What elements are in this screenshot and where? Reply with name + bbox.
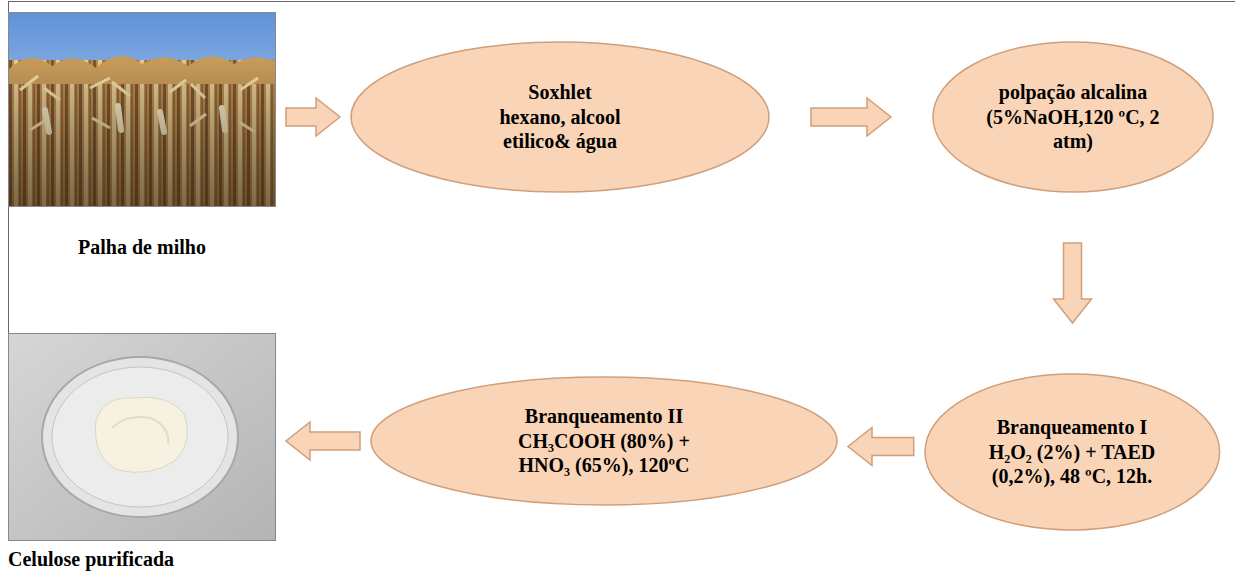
process-text: H₂O₂ (2%) + TAED (0,2%), 48 ºC, 12h. bbox=[978, 440, 1166, 489]
corn-field-photo bbox=[8, 12, 276, 207]
process-text: hexano, alcool etilico& água bbox=[478, 105, 643, 154]
text-wrap: Soxhlethexano, alcool etilico& água bbox=[478, 80, 643, 153]
frame-line bbox=[8, 1, 1235, 2]
text-wrap: Branqueamento IH₂O₂ (2%) + TAED (0,2%), … bbox=[978, 415, 1166, 488]
ellipse-outline bbox=[933, 42, 1213, 192]
cellulose-photo bbox=[8, 333, 276, 541]
ellipse-outline bbox=[351, 42, 769, 192]
text-wrap: Branqueamento IICH₃COOH (80%) + HNO₃ (65… bbox=[510, 404, 698, 477]
photo-label: Celulose purificada bbox=[8, 547, 174, 571]
process-heading: Soxhlet bbox=[528, 80, 591, 104]
block-arrow bbox=[286, 422, 360, 460]
text-wrap: polpação alcalina(5%NaOH,120 ºC, 2 atm) bbox=[984, 80, 1162, 153]
process-ellipse: Soxhlethexano, alcool etilico& água bbox=[350, 41, 770, 193]
process-text: CH₃COOH (80%) + HNO₃ (65%), 120ºC bbox=[510, 429, 698, 478]
block-arrow bbox=[1054, 243, 1092, 323]
photo-label: Palha de milho bbox=[78, 235, 206, 259]
photo-node: Celulose purificada bbox=[8, 333, 276, 571]
process-heading: Branqueamento II bbox=[525, 404, 683, 428]
process-heading: Branqueamento I bbox=[997, 415, 1148, 439]
ellipse-outline bbox=[371, 377, 837, 505]
block-arrow bbox=[811, 98, 891, 136]
process-ellipse: Branqueamento IH₂O₂ (2%) + TAED (0,2%), … bbox=[924, 373, 1221, 531]
process-ellipse: polpação alcalina(5%NaOH,120 ºC, 2 atm) bbox=[932, 41, 1214, 193]
ellipse-outline bbox=[925, 374, 1220, 530]
block-arrow bbox=[848, 428, 914, 466]
process-heading: polpação alcalina bbox=[999, 80, 1147, 104]
photo-node: Palha de milho bbox=[8, 12, 276, 259]
process-text: (5%NaOH,120 ºC, 2 atm) bbox=[984, 105, 1162, 154]
block-arrow bbox=[286, 98, 340, 136]
process-ellipse: Branqueamento IICH₃COOH (80%) + HNO₃ (65… bbox=[370, 376, 838, 506]
